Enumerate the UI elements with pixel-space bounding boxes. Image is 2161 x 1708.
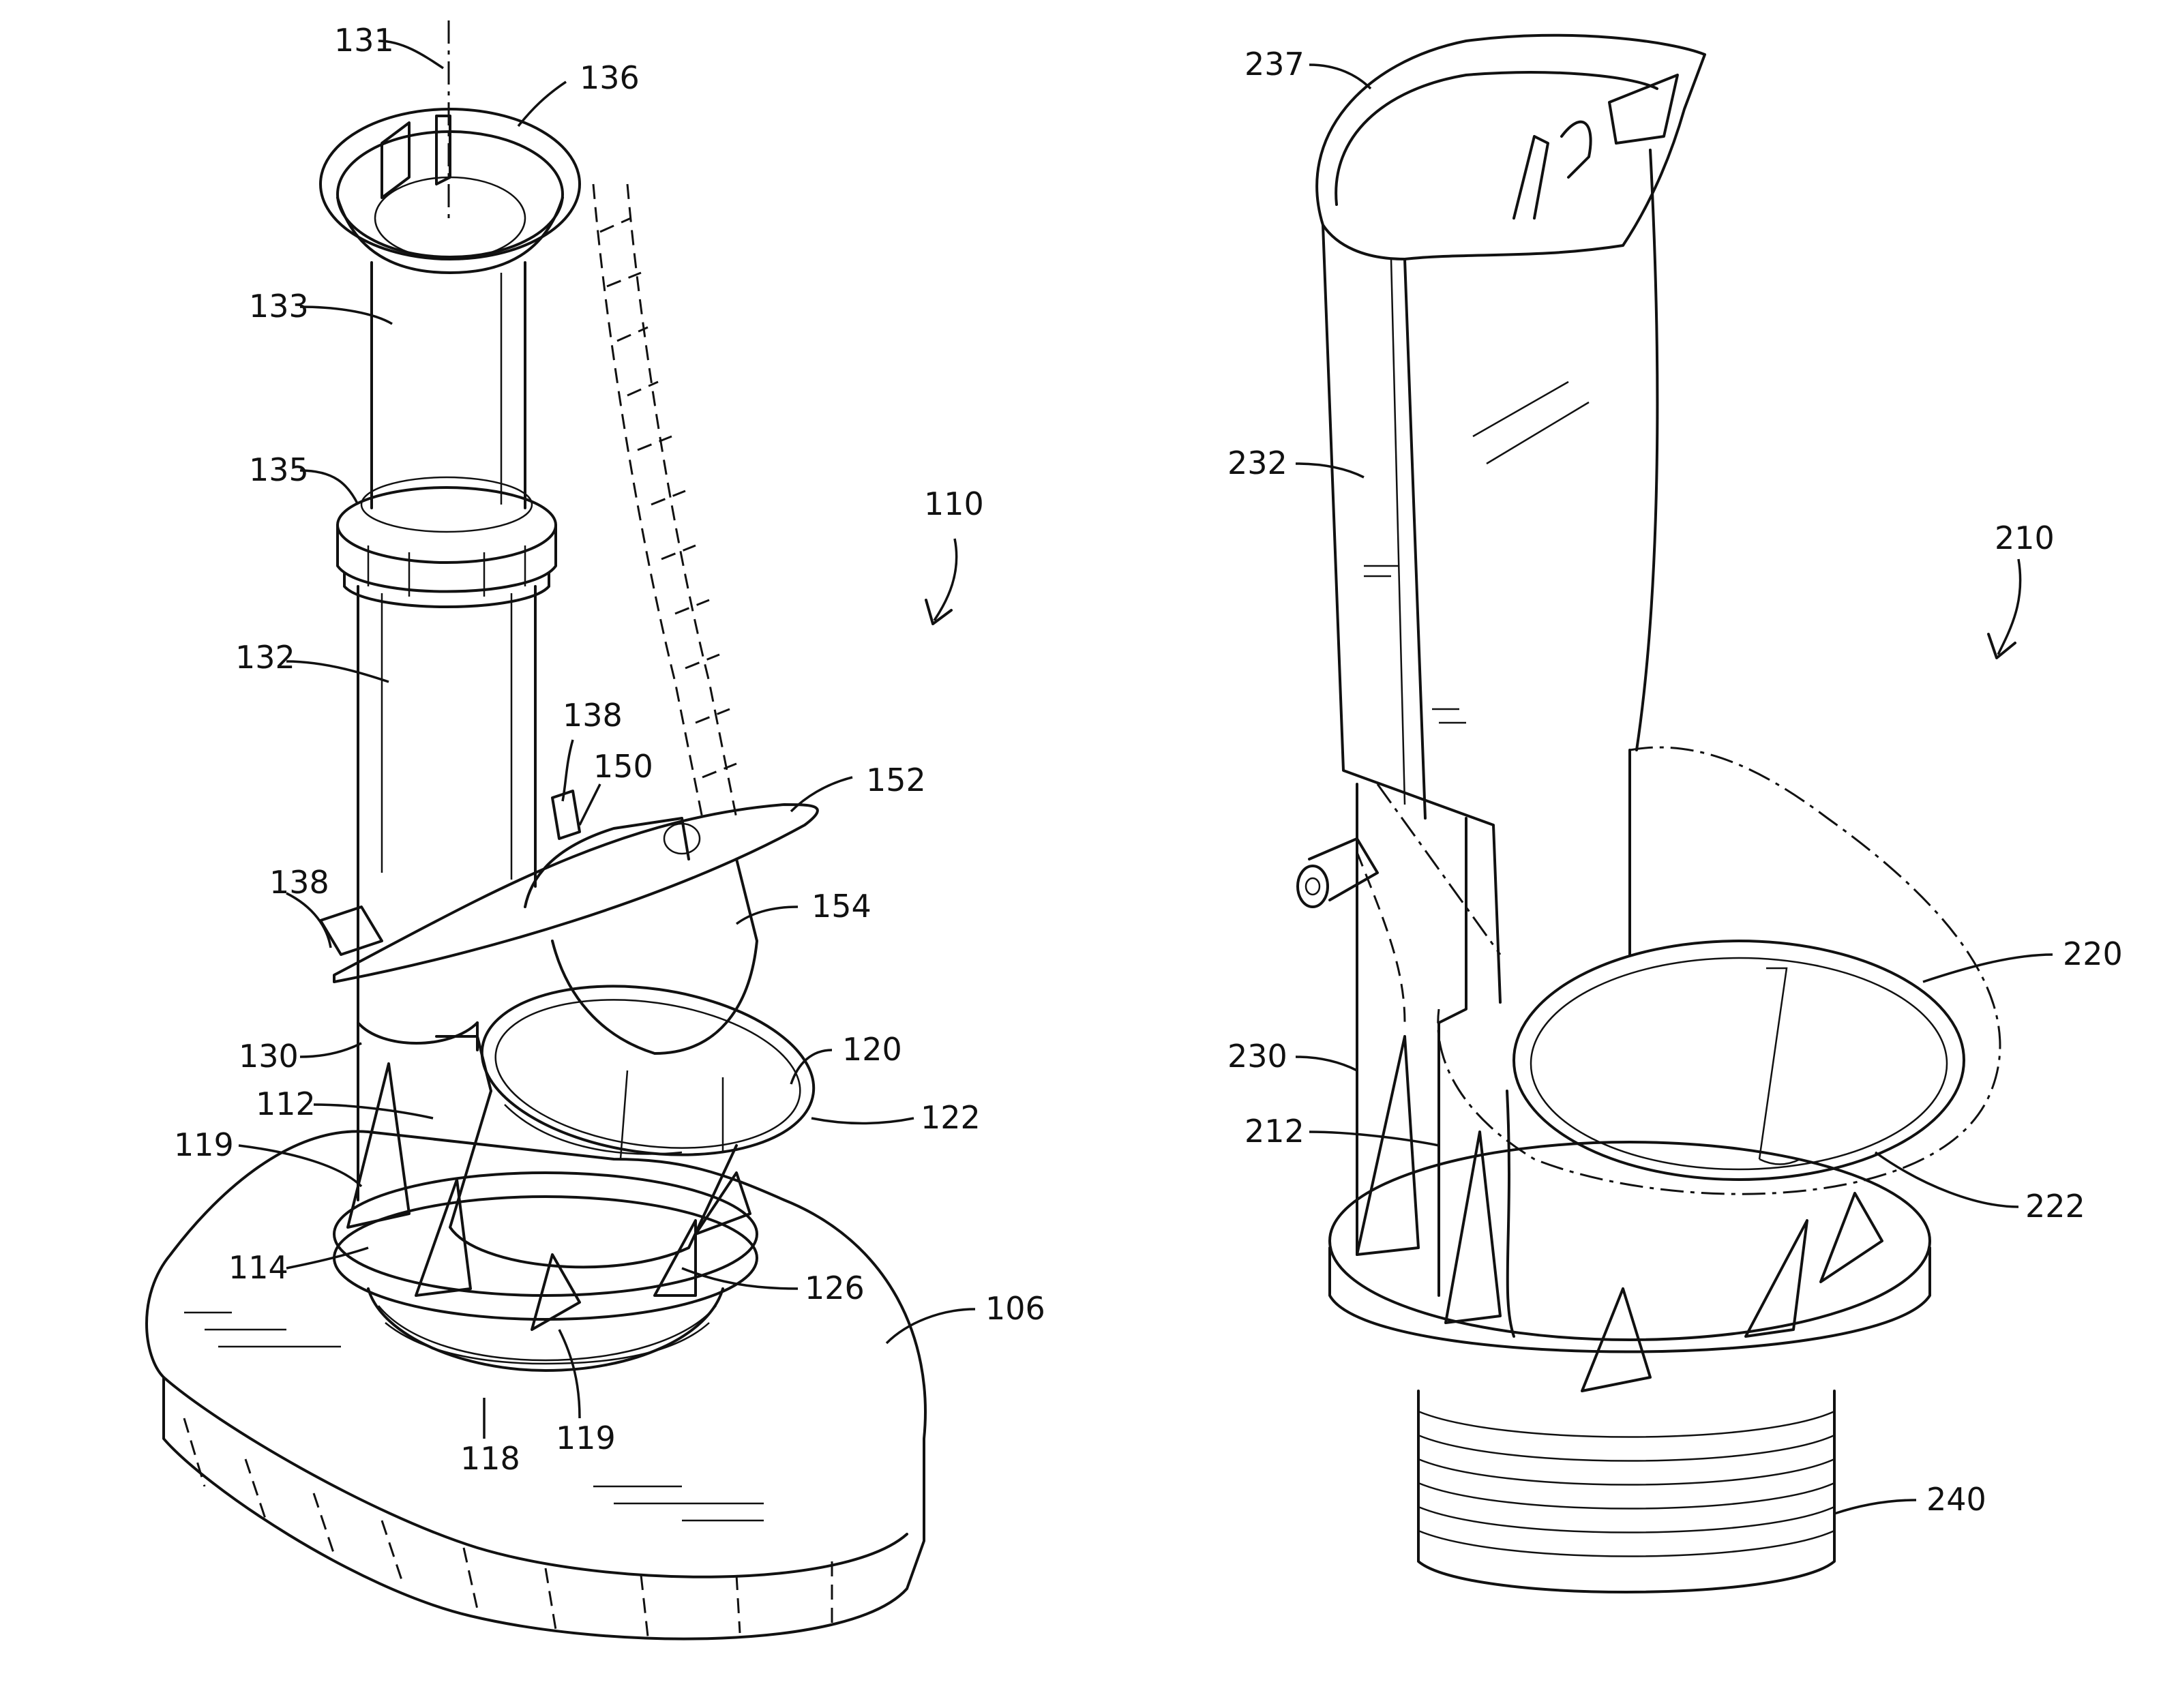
label-seat-rim: 122 (921, 1099, 981, 1136)
label-threaded-shank: 240 (1926, 1481, 1986, 1518)
label-rib-bottom: 119 (556, 1420, 616, 1456)
arrow-210-shape (1998, 559, 2021, 655)
phantom-chain-210 (1357, 852, 1405, 1023)
label-cage-body: 126 (805, 1270, 865, 1306)
reference-labels: 131 136 133 135 132 138 150 152 138 154 … (174, 22, 2123, 1518)
label-axis: 131 (334, 22, 394, 59)
label-flapper-arm: 150 (593, 748, 653, 785)
cap-flange-shape (321, 109, 580, 273)
label-seat-rim-210: 222 (2025, 1188, 2085, 1225)
label-clip-lower: 138 (269, 864, 329, 901)
figure-110 (147, 20, 957, 1639)
label-valve-seat: 120 (842, 1031, 902, 1068)
phantom-flapper-outline (1438, 747, 2000, 1194)
label-hood-body: 232 (1227, 445, 1287, 481)
label-rib-left: 119 (174, 1126, 234, 1163)
label-tank-floor: 106 (985, 1290, 1045, 1327)
label-assembly-210: 210 (1995, 520, 2055, 556)
label-collar: 135 (249, 451, 309, 488)
threaded-shank-shape (1418, 1391, 1834, 1592)
cage-210-shape (1357, 1023, 1882, 1391)
cage-body-shape (436, 1036, 736, 1267)
figure-210 (1298, 35, 2021, 1592)
label-flapper-bulb: 154 (811, 888, 871, 925)
label-thread-ring: 118 (460, 1440, 520, 1477)
overflow-210-shape (1323, 150, 1657, 1255)
label-hood-top: 237 (1245, 46, 1305, 83)
label-cap-flange: 136 (580, 59, 640, 96)
label-base-flange: 114 (228, 1249, 288, 1286)
label-clip-upper: 138 (563, 697, 623, 734)
hood-top-shape (1317, 35, 1705, 259)
peg-shape (1298, 839, 1377, 907)
phantom-line-210 (1377, 784, 1500, 955)
label-lower-tube: 132 (235, 639, 295, 676)
label-overflow-body-210: 230 (1227, 1038, 1287, 1075)
label-cage-wall: 112 (256, 1085, 316, 1122)
label-assembly-110: 110 (924, 485, 984, 522)
label-flapper-rim: 152 (866, 762, 926, 798)
valve-seat-shape (471, 966, 825, 1175)
arrow-110-shape (934, 539, 957, 620)
label-valve-seat-210: 220 (2063, 935, 2123, 972)
label-cage-wall-210: 212 (1245, 1113, 1305, 1150)
upper-tube-shape (372, 263, 525, 508)
label-overflow-body: 130 (239, 1038, 299, 1075)
label-upper-tube: 133 (249, 288, 309, 325)
flapper-shape (334, 805, 818, 1053)
base-flange-210-shape (1330, 1142, 1930, 1352)
tank-floor-shape (147, 1131, 925, 1638)
